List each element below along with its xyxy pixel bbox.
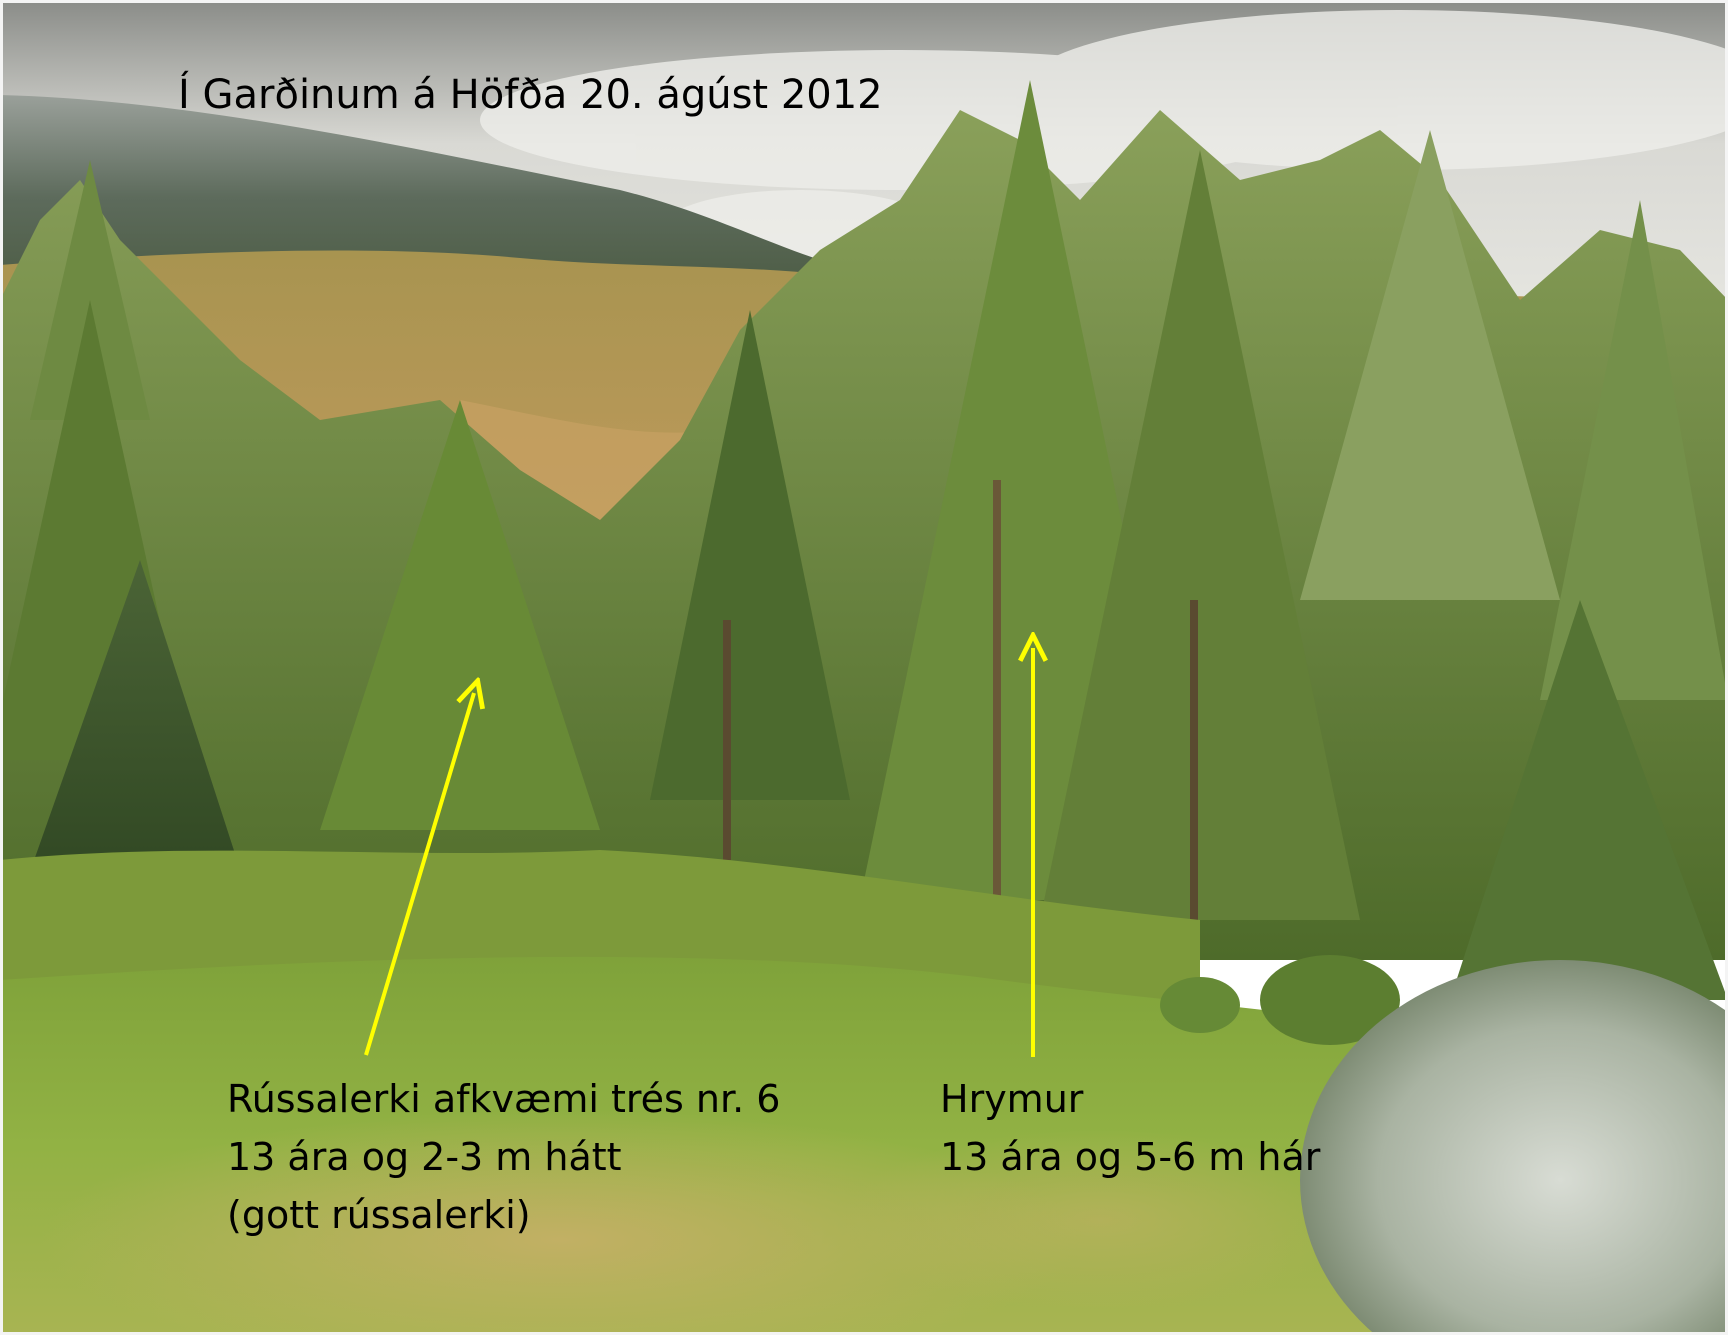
caption-russalerki-line-3: (gott rússalerki) [227, 1193, 531, 1237]
photo-title: Í Garðinum á Höfða 20. ágúst 2012 [178, 72, 883, 118]
caption-russalerki: Rússalerki afkvæmi trés nr. 6 13 ára og … [227, 1070, 781, 1244]
caption-russalerki-line-2: 13 ára og 2-3 m hátt [227, 1135, 622, 1179]
dry-patch [40, 1110, 1080, 1335]
caption-hrymur-line-2: 13 ára og 5-6 m hár [940, 1135, 1321, 1179]
mountain [0, 95, 820, 300]
caption-hrymur: Hrymur 13 ára og 5-6 m hár [940, 1070, 1320, 1186]
arrow-russalerki [364, 693, 474, 1056]
clouds [480, 10, 1728, 270]
trees [0, 80, 1728, 1000]
tall-grass [0, 850, 1200, 1000]
silver-shrub [1300, 960, 1728, 1335]
caption-russalerki-line-1: Rússalerki afkvæmi trés nr. 6 [227, 1077, 781, 1121]
caption-hrymur-line-1: Hrymur [940, 1077, 1084, 1121]
